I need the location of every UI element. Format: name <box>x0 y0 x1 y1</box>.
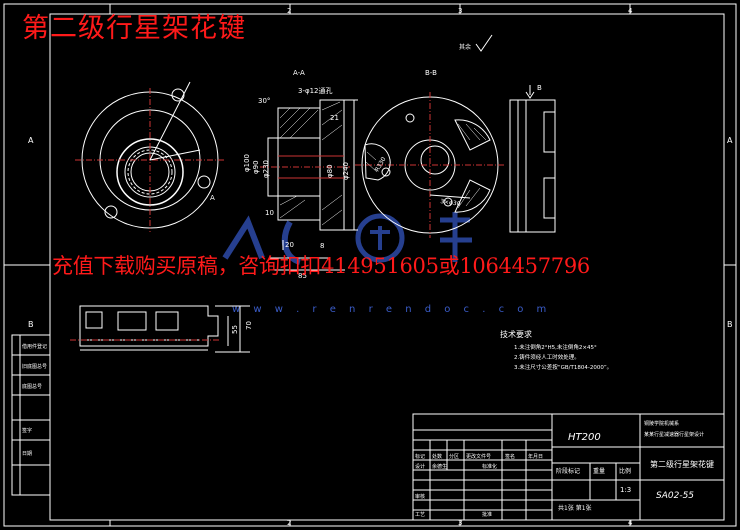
main-title-block <box>412 413 725 521</box>
std-label: 标准化 <box>482 463 497 470</box>
header-count: 处数 <box>432 453 442 460</box>
left-block-row-2: 旧底图总号 <box>22 363 47 370</box>
zone-bottom-3: 3 <box>458 519 462 527</box>
dim-30: 30° <box>258 97 270 105</box>
header-sign: 签名 <box>505 453 515 460</box>
drawing-number-label: SA02-55 <box>656 491 694 501</box>
left-block-row-3: 底图总号 <box>22 383 42 390</box>
section-aa-view <box>260 99 358 271</box>
title-block-text: HT200 铜陵学院机械系 某某行星减速器行星架设计 第二级行星架花键 SA02… <box>415 420 714 518</box>
section-bb-hatch <box>365 123 487 209</box>
b-arrow-label: B <box>537 84 542 92</box>
sheet-label: 共1张 第1张 <box>558 504 592 512</box>
dim-phi30: 3×φ30 <box>440 198 461 208</box>
a-arrow-label: A <box>210 194 215 202</box>
left-title-labels: 借用件登记 旧底图总号 底图总号 签字 日期 <box>22 343 47 457</box>
scale-label: 比例 <box>619 467 631 475</box>
material-label: HT200 <box>568 432 601 443</box>
approve-label: 批准 <box>482 511 492 518</box>
process-label: 工艺 <box>415 512 425 518</box>
dim-100: φ100 <box>243 154 251 172</box>
zone-top-2: 2 <box>287 7 291 15</box>
technical-note-3: 3.未注尺寸公差按“GB/T1804-2000”。 <box>514 365 613 371</box>
dim-240: φ240 <box>342 162 350 180</box>
zone-left-a: A <box>28 136 34 145</box>
section-aa-dims: 3-φ12通孔 30° 21 φ100 φ90 φ230 φ80 φ240 10… <box>243 86 350 280</box>
zone-right-a: A <box>727 136 733 145</box>
section-aa-hatch <box>279 101 343 226</box>
unit-line2-label: 某某行星减速器行星架设计 <box>644 431 704 438</box>
zone-bottom-2: 2 <box>287 519 291 527</box>
overlay-title: 第二级行星架花键 <box>22 13 246 44</box>
scale-value: 1:3 <box>620 486 631 494</box>
section-aa-label: A-A <box>293 69 305 77</box>
part-name-label: 第二级行星架花键 <box>650 459 714 469</box>
header-change-doc: 更改文件号 <box>466 453 491 460</box>
dim-230: φ230 <box>262 160 270 178</box>
technical-notes-title: 技术要求 <box>500 330 532 339</box>
left-block-row-1: 借用件登记 <box>22 343 47 350</box>
dim-8: 8 <box>320 242 324 250</box>
download-ad-text: 充值下载购买原稿，咨询扣扣414951605或1064457796 <box>52 254 590 278</box>
header-date: 年月日 <box>528 453 543 460</box>
dim-90: φ90 <box>252 160 260 174</box>
dim-20: 20 <box>285 241 294 249</box>
zone-top-3: 3 <box>458 7 462 15</box>
dim-55: 55 <box>231 325 239 334</box>
dim-85: 85 <box>298 272 307 280</box>
header-mark: 标记 <box>415 453 425 460</box>
dim-10: 10 <box>265 209 274 217</box>
left-block-row-4: 签字 <box>22 427 32 434</box>
zone-labels: 2 3 4 2 3 4 A B A B <box>28 7 733 527</box>
roughness-label: 其余 <box>459 43 471 51</box>
section-bb-label: B-B <box>425 69 437 77</box>
dim-80: φ80 <box>326 164 334 178</box>
design-label: 设计 <box>415 463 425 470</box>
technical-note-2: 2.铸件须经人工时效处理。 <box>514 355 580 361</box>
section-bb-view <box>355 92 505 238</box>
dim-r330: R330 <box>374 156 388 173</box>
dim-3x12: 3-φ12通孔 <box>298 86 333 95</box>
drawing-frame <box>3 3 737 527</box>
front-view <box>75 81 225 232</box>
design-person: 余德生 <box>432 463 447 470</box>
zone-left-b: B <box>28 320 34 329</box>
watermark-logo <box>222 212 472 265</box>
header-zone: 分区 <box>449 453 459 460</box>
left-title-block <box>11 334 51 496</box>
check-label: 审核 <box>415 493 425 500</box>
dim-70: 70 <box>245 321 253 330</box>
watermark-url: w w w . r e n r e n d o c . c o m <box>232 304 552 315</box>
designer-unit-label: 铜陵学院机械系 <box>644 420 679 427</box>
left-block-row-5: 日期 <box>22 451 32 457</box>
zone-top-4: 4 <box>628 7 633 15</box>
technical-note-1: 1.未注倒角2°H5,未注倒角2×45° <box>514 345 597 351</box>
dim-21: 21 <box>330 114 339 122</box>
stage-label: 阶段标记 <box>556 467 580 475</box>
zone-bottom-4: 4 <box>628 519 633 527</box>
bottom-view <box>70 305 250 353</box>
zone-right-b: B <box>727 320 733 329</box>
side-view-b <box>509 85 556 233</box>
roughness-symbol <box>475 34 493 52</box>
weight-label: 重量 <box>593 467 605 475</box>
